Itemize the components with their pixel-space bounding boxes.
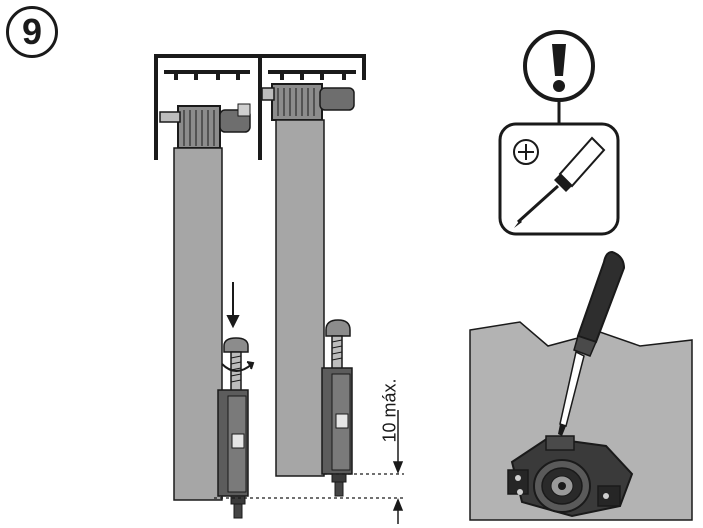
tighten-rotation-arrow	[221, 361, 255, 372]
dimension-arrows	[392, 410, 404, 524]
mounting-bracket	[507, 435, 634, 518]
max-dimension-text: 10 máx.	[379, 378, 400, 443]
phillips-screwdriver-icon	[514, 136, 606, 228]
right-bottom-weight	[321, 319, 353, 497]
right-carrier	[261, 83, 355, 121]
step-number-badge: 9	[6, 6, 58, 58]
headrail-track	[154, 54, 366, 160]
dimension-guides	[214, 473, 404, 499]
step-number: 9	[21, 11, 43, 52]
tool-panel	[498, 122, 620, 236]
screwdriver-in-use	[558, 250, 626, 436]
left-louver-strip	[173, 147, 223, 501]
left-carrier	[159, 103, 251, 149]
right-louver-strip	[275, 119, 325, 477]
downward-arrow	[226, 282, 240, 329]
exclamation-icon	[523, 30, 595, 124]
max-dimension-label: 10 máx.	[368, 376, 412, 456]
phillips-head-icon	[513, 139, 539, 165]
